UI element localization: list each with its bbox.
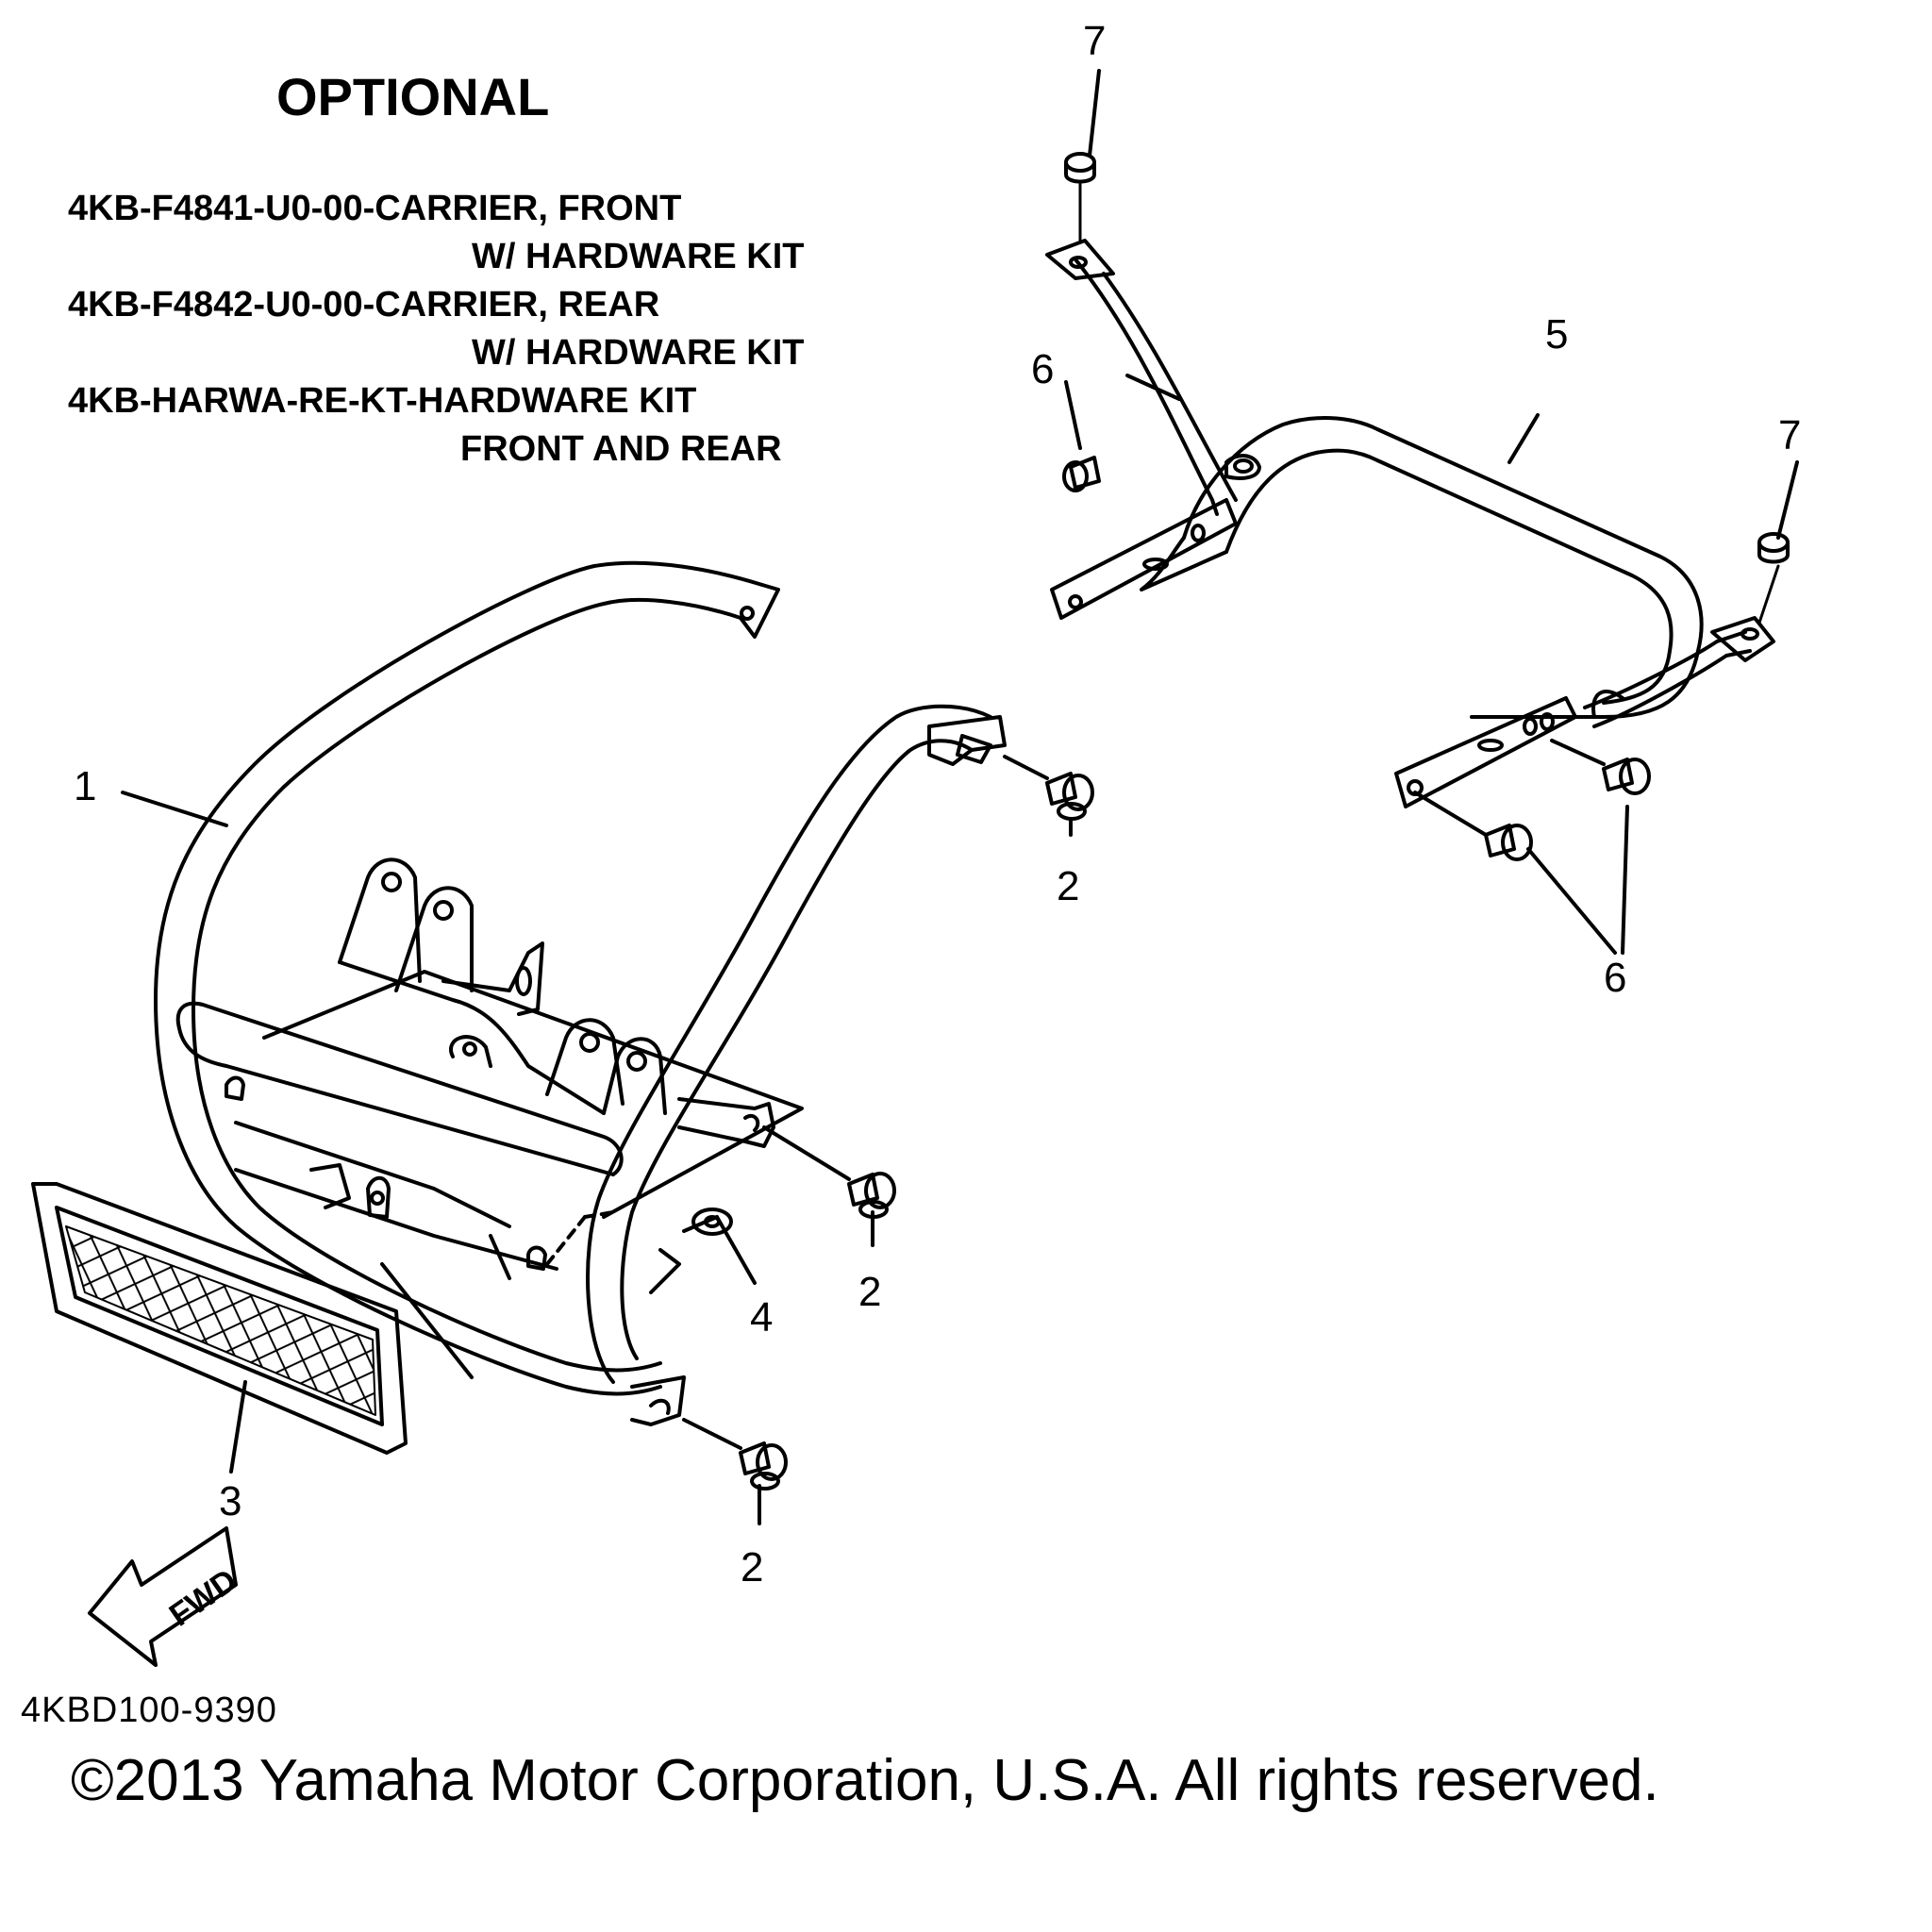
leader-7b-down	[1757, 564, 1780, 625]
cap-7b	[1757, 532, 1790, 564]
leader-6b-4	[1621, 805, 1629, 955]
leader-4	[715, 1215, 757, 1285]
cap-7a	[1064, 152, 1096, 184]
bolt-2c	[739, 1441, 788, 1491]
copyright-notice: ©2013 Yamaha Motor Corporation, U.S.A. A…	[71, 1748, 1659, 1813]
callout-grille: 3	[219, 1478, 242, 1524]
bolt-6a	[1062, 456, 1101, 492]
leader-5	[1507, 413, 1540, 464]
fwd-arrow-icon: FWD	[88, 1526, 243, 1667]
grille-part	[31, 1182, 408, 1455]
leader-2c	[682, 1418, 742, 1450]
kit-rear-carrier-line2: W/ HARDWARE KIT	[472, 333, 805, 373]
kit-front-carrier-line2: W/ HARDWARE KIT	[472, 237, 805, 276]
callout-bolt-b: 2	[858, 1269, 882, 1315]
rear-carrier-part	[1045, 239, 1775, 808]
diagram-title: OPTIONAL	[276, 67, 550, 126]
leader-3	[229, 1380, 247, 1474]
callout-front-carrier: 1	[74, 763, 97, 809]
bolt-6b	[1484, 824, 1533, 861]
bolt-2b	[847, 1172, 896, 1219]
bolt-6c	[1602, 758, 1651, 795]
leader-2a	[1003, 755, 1049, 780]
kit-rear-carrier-line1: 4KB-F4842-U0-00-CARRIER, REAR	[68, 285, 660, 325]
callout-bolt-a: 2	[1057, 863, 1080, 909]
callout-rear-bolt-b: 6	[1604, 955, 1627, 1001]
callout-cap-a: 7	[1083, 18, 1107, 64]
callout-cap-b: 7	[1778, 412, 1802, 458]
leader-6a-bolt	[1064, 380, 1082, 450]
fwd-label: FWD	[163, 1562, 243, 1634]
kit-hardware-line1: 4KB-HARWA-RE-KT-HARDWARE KIT	[68, 381, 697, 421]
leader-2b	[762, 1125, 851, 1181]
callout-bolt-c: 2	[741, 1544, 764, 1591]
leader-3a	[380, 1262, 474, 1379]
kit-front-carrier-line1: 4KB-F4841-U0-00-CARRIER, FRONT	[68, 189, 682, 228]
front-carrier-part	[154, 560, 1007, 1426]
bolt-2a	[1045, 772, 1094, 821]
leader-6a	[1125, 374, 1181, 401]
leader-6b-3	[1526, 847, 1617, 955]
leader-6b-1	[1413, 791, 1488, 837]
leader-4a	[682, 1215, 719, 1233]
leader-6b-2	[1550, 739, 1606, 766]
callout-rear-carrier: 5	[1545, 311, 1569, 358]
washer-4	[691, 1208, 733, 1236]
leader-7b	[1776, 460, 1799, 540]
drawing-code: 4KBD100-9390	[21, 1690, 277, 1730]
leader-7a	[1088, 69, 1101, 158]
callout-washer: 4	[750, 1294, 774, 1341]
kit-hardware-line2: FRONT AND REAR	[460, 429, 782, 469]
callout-rear-bolt-a: 6	[1031, 346, 1055, 392]
leader-1	[121, 791, 228, 827]
